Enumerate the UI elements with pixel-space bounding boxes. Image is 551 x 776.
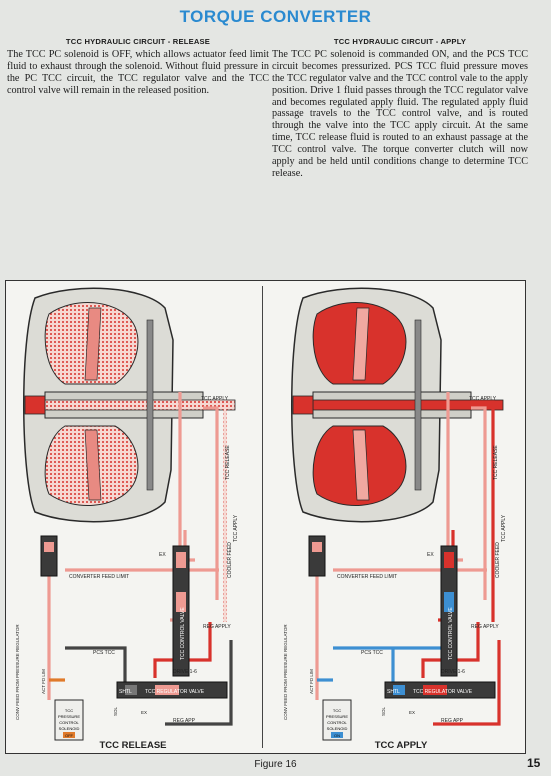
svg-text:DRIVE 1-6: DRIVE 1-6 [173, 669, 197, 675]
svg-text:TCC: TCC [65, 708, 73, 713]
svg-text:ACT FD LIM: ACT FD LIM [41, 669, 46, 694]
svg-text:SOL: SOL [113, 706, 118, 716]
svg-text:EX: EX [159, 552, 166, 558]
release-description: TCC HYDRAULIC CIRCUIT - RELEASE The TCC … [7, 36, 269, 97]
tcc-regulator-valve-release: SHTL TCC REGULATOR VALVE [116, 681, 228, 699]
svg-text:CONVERTER FEED LIMIT: CONVERTER FEED LIMIT [337, 574, 397, 580]
apply-description: TCC HYDRAULIC CIRCUIT - APPLY The TCC PC… [272, 36, 528, 180]
svg-text:TCC APPLY: TCC APPLY [233, 514, 239, 542]
tcc-control-valve-release: TCC CONTROL VALVE [172, 545, 190, 677]
svg-text:REG APP: REG APP [441, 718, 464, 724]
svg-text:CONVERTER FEED LIMIT: CONVERTER FEED LIMIT [69, 574, 129, 580]
svg-text:TCC REGULATOR VALVE: TCC REGULATOR VALVE [145, 689, 205, 695]
tcc-control-valve-apply: TCC CONTROL VALVE [440, 545, 458, 677]
svg-text:PRESSURE: PRESSURE [58, 714, 80, 719]
figure-divider [262, 286, 263, 748]
hydraulic-circuit-figure: TCC CONTROL VALVE SHTL TCC REGULATOR VAL… [15, 287, 507, 751]
svg-text:TCC REGULATOR VALVE: TCC REGULATOR VALVE [413, 689, 473, 695]
svg-text:TCC CONTROL VALVE: TCC CONTROL VALVE [448, 607, 454, 660]
torque-converter-release [23, 287, 236, 523]
svg-text:EX: EX [427, 552, 434, 558]
svg-text:EX: EX [409, 710, 415, 715]
svg-text:TCC APPLY: TCC APPLY [201, 396, 229, 402]
converter-feed-limit-valve-apply [308, 535, 326, 577]
converter-feed-limit-valve-release [40, 535, 58, 577]
apply-heading: TCC HYDRAULIC CIRCUIT - APPLY [333, 37, 467, 46]
apply-body: The TCC PC solenoid is commanded ON, and… [272, 48, 528, 179]
svg-text:COOLER FEED: COOLER FEED [495, 542, 501, 578]
svg-text:CONTROL: CONTROL [327, 720, 347, 725]
page-title: TORQUE CONVERTER [179, 7, 372, 26]
svg-text:CONV FEED FROM PRESSURE REGULA: CONV FEED FROM PRESSURE REGULATOR [15, 624, 20, 720]
page-number: 15 [527, 756, 541, 770]
torque-converter-apply [291, 287, 504, 523]
svg-text:SOLENOID: SOLENOID [59, 726, 80, 731]
svg-text:TCC APPLY: TCC APPLY [469, 396, 497, 402]
svg-text:PCS TCC: PCS TCC [93, 650, 115, 656]
tcc-regulator-valve-apply: SHTL TCC REGULATOR VALVE [384, 681, 496, 699]
svg-text:TCC RELEASE: TCC RELEASE [493, 445, 499, 480]
svg-text:TCC: TCC [333, 708, 341, 713]
svg-text:SHTL: SHTL [119, 689, 132, 695]
svg-text:PRESSURE: PRESSURE [326, 714, 348, 719]
svg-text:SOLENOID: SOLENOID [327, 726, 348, 731]
tcc-pc-solenoid-release: TCC PRESSURE CONTROL SOLENOID OFF [54, 699, 84, 741]
svg-text:DRIVE 1-6: DRIVE 1-6 [441, 669, 465, 675]
release-heading: TCC HYDRAULIC CIRCUIT - RELEASE [65, 37, 211, 46]
svg-text:TCC RELEASE: TCC RELEASE [225, 445, 231, 480]
tcc-control-valve-label: TCC CONTROL VALVE [180, 607, 186, 660]
svg-text:PCS TCC: PCS TCC [361, 650, 383, 656]
svg-text:CONTROL: CONTROL [59, 720, 79, 725]
svg-text:TCC APPLY: TCC APPLY [501, 514, 507, 542]
release-panel: TCC CONTROL VALVE SHTL TCC REGULATOR VAL… [15, 287, 239, 751]
apply-panel: TCC CONTROL VALVE SHTL TCC REGULATOR VAL… [283, 287, 507, 751]
svg-text:ON: ON [334, 733, 340, 738]
svg-text:REG APP: REG APP [173, 718, 196, 724]
svg-text:COOLER FEED: COOLER FEED [227, 542, 233, 578]
svg-text:REG APPLY: REG APPLY [203, 624, 231, 630]
apply-panel-title: TCC APPLY [375, 740, 428, 751]
figure-caption: Figure 16 [254, 759, 297, 770]
svg-text:ACT FD LIM: ACT FD LIM [309, 669, 314, 694]
svg-text:SOL: SOL [381, 706, 386, 716]
release-panel-title: TCC RELEASE [99, 740, 166, 751]
release-body: The TCC PC solenoid is OFF, which allows… [7, 48, 269, 96]
svg-text:SHTL: SHTL [387, 689, 400, 695]
svg-text:CONV FEED FROM PRESSURE REGULA: CONV FEED FROM PRESSURE REGULATOR [283, 624, 288, 720]
svg-text:OFF: OFF [65, 733, 74, 738]
svg-text:EX: EX [141, 710, 147, 715]
svg-text:REG APPLY: REG APPLY [471, 624, 499, 630]
tcc-pc-solenoid-apply: TCC PRESSURE CONTROL SOLENOID ON [322, 699, 352, 741]
